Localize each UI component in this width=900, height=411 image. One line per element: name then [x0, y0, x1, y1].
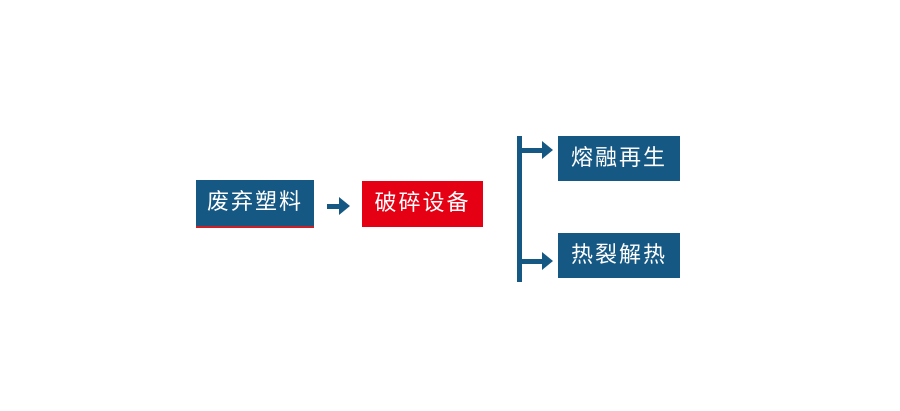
arrow-head: [542, 252, 553, 270]
arrow-shaft: [521, 258, 542, 264]
node-melt-regeneration-label: 熔融再生: [570, 145, 667, 171]
branch-vertical-line: [517, 136, 522, 282]
arrow-right-icon: [521, 141, 553, 159]
arrow-head: [542, 141, 553, 159]
node-waste-plastic-label: 废弃塑料: [206, 190, 303, 215]
node-crushing-equipment: 破碎设备: [362, 181, 483, 227]
arrow-right-icon: [327, 197, 350, 215]
node-waste-plastic: 废弃塑料: [196, 180, 314, 228]
node-crushing-equipment-label: 破碎设备: [374, 191, 471, 216]
arrow-shaft: [521, 147, 542, 153]
node-pyrolysis-heat: 热裂解热: [558, 233, 680, 278]
arrow-right-icon: [521, 252, 553, 270]
arrow-shaft: [327, 203, 339, 209]
node-melt-regeneration: 熔融再生: [558, 136, 680, 181]
arrow-head: [339, 197, 350, 215]
node-pyrolysis-heat-label: 热裂解热: [570, 242, 667, 268]
